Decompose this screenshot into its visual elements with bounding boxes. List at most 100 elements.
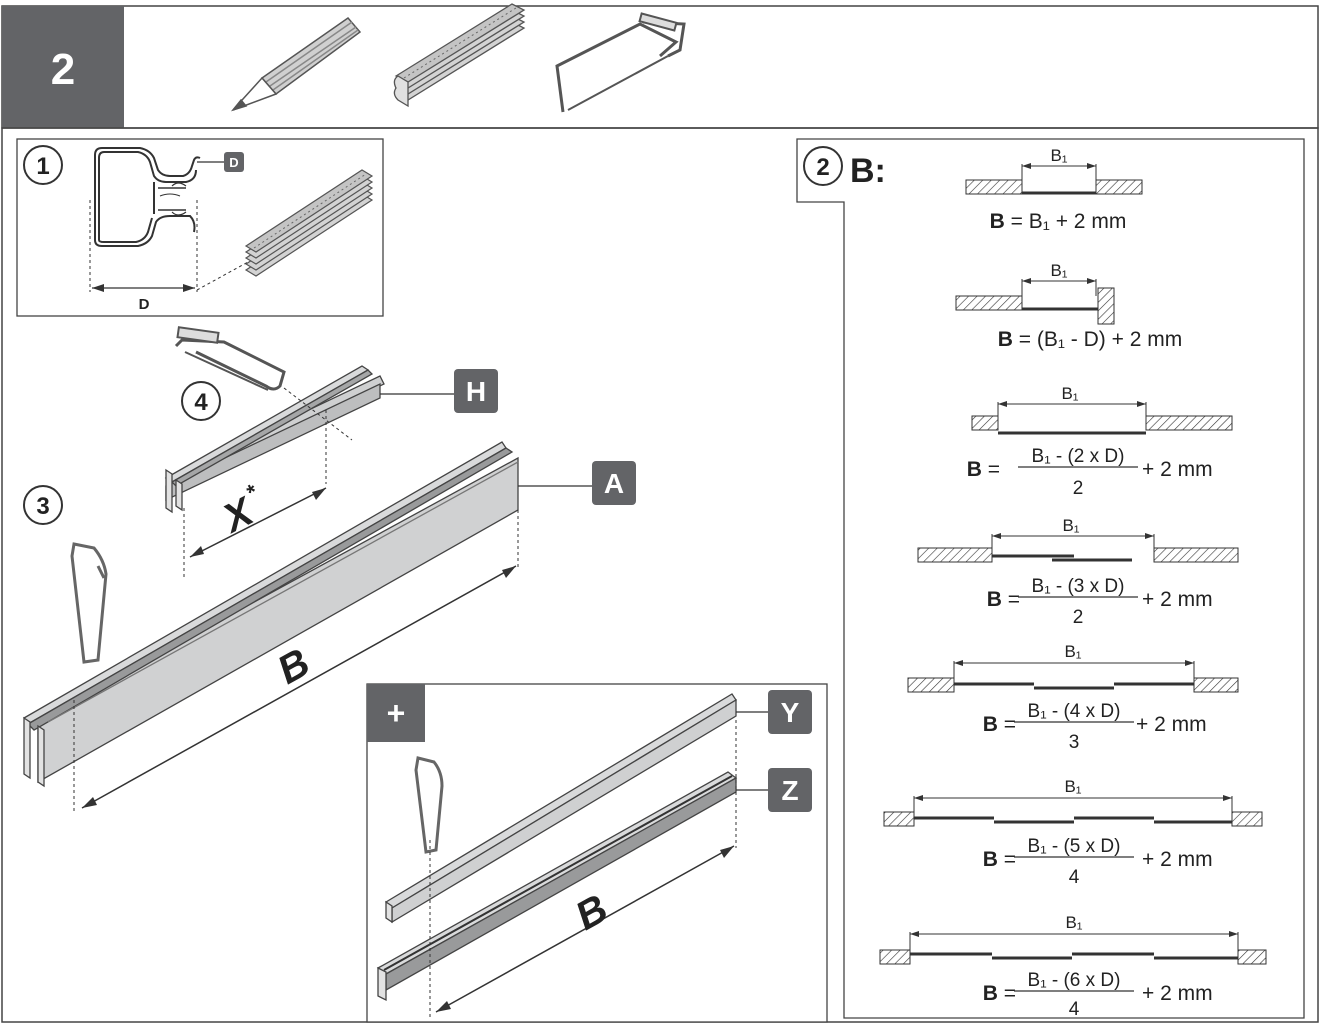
d-badge — [224, 152, 244, 172]
formula-6-b: B — [983, 848, 998, 871]
header-bar: 2 — [1, 3, 1319, 129]
a-badge-label: A — [604, 468, 624, 499]
formula-4-lhs: B = — [987, 588, 1020, 611]
step-1-number: 1 — [36, 153, 49, 180]
step-3-number: 3 — [36, 493, 49, 520]
formula-3: B₁ B = B₁ - (2 x D) 2 + 2 mm — [967, 384, 1233, 499]
folding-ruler-icon — [244, 169, 374, 277]
formula-6-lhs: B = — [983, 848, 1016, 871]
formula-3-denominator: 2 — [1073, 478, 1084, 499]
formula-2-b: B — [998, 328, 1013, 351]
formula-5-numerator: B₁ - (4 x D) — [1028, 701, 1121, 722]
y-badge — [768, 690, 812, 734]
formula-4-b: B — [987, 588, 1002, 611]
formula-5-lhs: B = — [983, 713, 1016, 736]
formula-6: B₁ B = B₁ - (5 x D) 4 + 2 mm — [883, 777, 1263, 888]
formula-6-rest: + 2 mm — [1142, 848, 1213, 871]
step-number-box — [2, 6, 124, 128]
formula-5-eq: = — [998, 713, 1016, 736]
hacksaw-icon — [174, 326, 286, 391]
profile-cross-section — [94, 147, 201, 247]
formula-2-rest: (B₁ - D) + 2 mm — [1037, 328, 1182, 351]
formula-6-denominator: 4 — [1069, 867, 1080, 888]
clamp-icon — [70, 542, 108, 664]
formula-6-dim: B₁ — [1064, 777, 1081, 796]
formula-7-rest: + 2 mm — [1142, 982, 1213, 1005]
formula-2-text: B = (B₁ - D) + 2 mm — [998, 328, 1182, 351]
clamp-icon — [414, 756, 444, 854]
b-plus-arrow-left — [436, 1001, 451, 1012]
x-dimension-line — [189, 487, 327, 558]
step-4-number: 4 — [194, 389, 208, 416]
formula-3-lhs: B = — [967, 458, 1000, 481]
formula-5-b: B — [983, 713, 998, 736]
formula-5-dim: B₁ — [1064, 642, 1081, 661]
plus-box — [367, 684, 425, 742]
formula-1-text: B = B₁ + 2 mm — [990, 210, 1127, 233]
formula-2: B₁ B = (B₁ - D) + 2 mm — [955, 261, 1182, 351]
measure-link-line — [196, 261, 249, 291]
step-4-cut: 4 H X * — [164, 326, 498, 580]
formula-4-numerator: B₁ - (3 x D) — [1032, 576, 1125, 597]
step-2-number: 2 — [816, 154, 829, 181]
d-badge-label: D — [229, 155, 238, 170]
b-arrow-left — [82, 797, 97, 808]
step-1-panel: 1 D D — [16, 138, 384, 317]
step-3-profile: 3 A B — [23, 441, 636, 812]
formula-7-lhs: B = — [983, 982, 1016, 1005]
d-arrow-left — [92, 284, 104, 292]
step-4-marker — [181, 381, 221, 421]
formula-7-dim: B₁ — [1065, 913, 1082, 932]
plus-sign: + — [387, 695, 406, 731]
formula-2-dim: B₁ — [1050, 261, 1067, 280]
formula-4-eq: = — [1002, 588, 1020, 611]
formula-5-denominator: 3 — [1069, 732, 1080, 753]
formula-7-eq: = — [998, 982, 1016, 1005]
h-badge-label: H — [466, 376, 486, 407]
d-arrow-right — [183, 284, 195, 292]
formula-3-numerator: B₁ - (2 x D) — [1032, 446, 1125, 467]
x-arrow-left — [190, 546, 204, 557]
step-2-marker — [803, 146, 843, 186]
formula-3-b: B — [967, 458, 982, 481]
b-dimension-line — [81, 565, 517, 809]
formula-1-rest: B₁ + 2 mm — [1029, 210, 1127, 233]
z-badge — [768, 768, 812, 812]
formula-4-dim: B₁ — [1062, 516, 1079, 535]
folding-ruler-icon — [393, 3, 526, 108]
b-plus-dimension-line — [435, 845, 735, 1013]
b-plus-arrow-right — [720, 846, 734, 858]
d-dimension-label: D — [139, 296, 150, 313]
formula-1-eq: = — [1005, 210, 1029, 233]
formula-7-b: B — [983, 982, 998, 1005]
formula-5-rest: + 2 mm — [1136, 713, 1207, 736]
step-2-panel: 2 B: B₁ B = B₁ + 2 mm B₁ B = (B₁ — [796, 138, 1305, 1020]
y-badge-label: Y — [781, 697, 800, 728]
formula-1-dim: B₁ — [1050, 146, 1067, 165]
b-arrow-right — [502, 566, 516, 578]
profile-y — [384, 693, 737, 924]
formula-6-eq: = — [998, 848, 1016, 871]
a-badge — [592, 461, 636, 505]
formula-6-numerator: B₁ - (5 x D) — [1028, 836, 1121, 857]
formula-3-rest: + 2 mm — [1142, 458, 1213, 481]
h-badge — [454, 369, 498, 413]
formula-3-dim: B₁ — [1061, 384, 1078, 403]
formula-5: B₁ B = B₁ - (4 x D) 3 + 2 mm — [907, 642, 1239, 753]
formula-4: B₁ B = B₁ - (3 x D) 2 + 2 mm — [917, 516, 1239, 628]
profile-a — [23, 441, 519, 788]
cut-line — [283, 387, 353, 441]
z-badge-label: Z — [781, 775, 798, 806]
pencil-icon — [230, 16, 362, 112]
step-1-marker — [23, 145, 63, 185]
x-arrow-right — [312, 488, 326, 500]
step-3-marker — [23, 485, 63, 525]
formula-7-denominator: 4 — [1069, 999, 1080, 1020]
formula-4-denominator: 2 — [1073, 607, 1084, 628]
formula-3-eq: = — [982, 458, 1000, 481]
b-title: B: — [850, 152, 886, 190]
formula-7-numerator: B₁ - (6 x D) — [1028, 970, 1121, 991]
profile-h — [164, 365, 385, 514]
